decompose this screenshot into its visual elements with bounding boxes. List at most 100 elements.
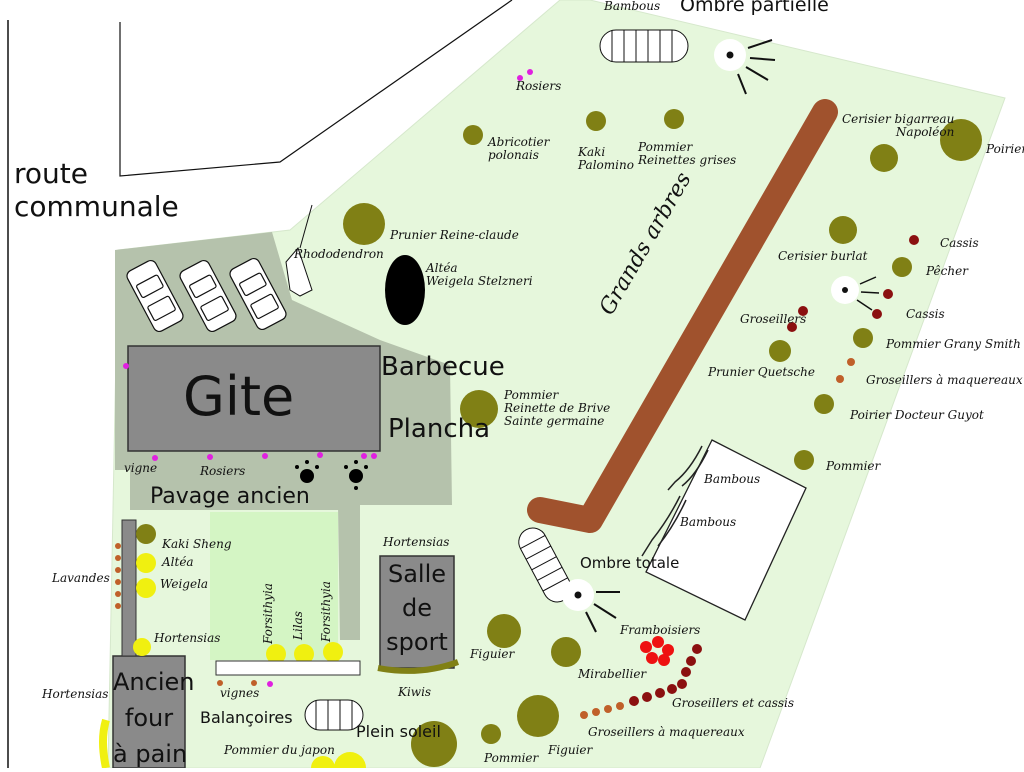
label-forsithyia-1: Forsithyia [261,583,275,644]
label-pommier-reinettes-l1: Pommier [638,140,693,154]
label-lavandes: Lavandes [52,571,110,585]
bamboo-enclosure [645,439,807,621]
framboisiers-cluster [640,636,674,666]
grands-arbres-path [527,99,838,533]
table-top [599,29,689,63]
orange-dots [115,358,855,719]
salle-line2: de [402,594,432,622]
inner-garden [210,512,338,660]
label-bigarreau-l1: Cerisier bigarreau [842,112,955,126]
bamboo-rows [641,445,709,557]
four-a-pain-building [112,655,186,768]
ombre-totale-label: Ombre totale [580,554,680,572]
four-line1: Ancien [113,668,195,696]
label-poirier-guyot: Poirier Docteur Guyot [850,408,984,422]
label-framboisiers: Framboisiers [620,623,701,637]
kiwis-hedge [377,659,460,674]
label-groseillers-cassis: Groseillers et cassis [672,696,795,710]
label-altea-weigela: Altéa Weigela Stelzneri [426,262,533,288]
label-altea-l2: Weigela Stelzneri [426,274,533,288]
label-vignes-2: vignes [220,686,260,700]
label-balancoires: Balançoires [200,708,293,727]
label-rosiers-top: Rosiers [516,79,562,93]
label-pommier-bottom: Pommier [484,751,539,765]
label-altea-l1: Altéa [426,261,458,275]
label-weigela-2: Weigela [160,577,209,591]
label-brive-l3: Sainte germaine [504,414,605,428]
berry-dots [629,235,919,706]
gite-building [127,345,381,452]
label-bigarreau-l2: Napoléon [895,125,955,139]
pavage-label: Pavage ancien [150,484,310,509]
table-right [518,527,572,603]
label-prunier-quetsche: Prunier Quetsche [708,365,815,379]
barbecue-label: Barbecue [381,352,505,382]
label-forsithyia-2: Forsithyia [319,581,333,642]
label-rosiers-gite: Rosiers [200,464,246,478]
label-groseillers-maq-2: Groseillers à maquereaux [588,725,745,739]
label-hortensias-2: Hortensias [154,631,221,645]
label-kaki-sheng: Kaki Sheng [162,537,232,551]
four-line2: four [124,704,174,732]
road-edge-inner [119,0,513,177]
label-kaki-l1: Kaki [578,145,606,159]
salle-de-sport-building [379,555,455,669]
rhododendron-shed [285,247,313,297]
label-cerisier-bigarreau: Cerisier bigarreau Napoléon [842,113,954,139]
label-pommier-grany: Pommier Grany Smith [886,337,1021,351]
gite-label: Gite [183,365,295,428]
label-poirier: Poirier [986,142,1024,156]
label-pommier-reinettes: Pommier Reinettes grises [638,141,736,167]
shade-icon-cassis [831,276,880,311]
label-rhododendron: Rhododendron [294,247,384,261]
balancoires-frame [215,660,361,676]
label-abricotier: Abricotier polonais [488,136,549,162]
label-figuier-1: Figuier [470,647,515,661]
label-brive-l1: Pommier [504,388,559,402]
label-vigne-1: vigne [124,461,158,475]
label-bambous-top: Bambous [604,0,661,13]
label-hortensias-3: Hortensias [42,687,109,701]
road-label-line1: route [14,157,88,190]
label-brive-l2: Reinette de Brive [504,401,611,415]
ombre-partielle-label: Ombre partielle [680,0,829,16]
hortensias-hedge [99,718,110,768]
label-altea-2: Altéa [162,555,194,569]
trees [136,109,982,767]
label-pommier-japon: Pommier du japon [224,743,335,757]
label-cassis-2: Cassis [906,307,945,321]
label-mirabellier: Mirabellier [578,667,647,681]
label-kaki-l2: Palomino [578,158,634,172]
rosier-dots [123,69,533,687]
label-kiwis: Kiwis [398,685,432,699]
road-label: route communale [14,157,179,223]
label-groseillers: Groseillers [740,312,807,326]
road-label-line2: communale [14,190,179,223]
label-hortensias-1: Hortensias [383,535,450,549]
label-cassis-1: Cassis [940,236,979,250]
shade-icon-partielle [714,39,776,95]
barbecue-marks [295,460,368,490]
label-pecher: Pêcher [926,264,968,278]
label-figuier-2: Figuier [548,743,593,757]
salle-line1: Salle [387,560,447,588]
altea-weigela-shrub [385,255,425,325]
plancha-label: Plancha [388,414,491,444]
label-pommier-reinettes-l2: Reinettes grises [638,153,737,167]
plein-soleil-label: Plein soleil [356,722,441,741]
label-bambous-1: Bambous [704,472,761,486]
label-kaki-palomino: Kaki Palomino [578,146,634,172]
shade-icon-totale [562,579,620,633]
shed-line [299,204,313,249]
label-pommier-brive: Pommier Reinette de Brive Sainte germain… [504,389,610,428]
label-lilas: Lilas [291,611,305,640]
label-bambous-2: Bambous [680,515,737,529]
label-groseillers-maq: Groseillers à maquereaux [866,373,1023,387]
four-label: Ancien four à pain [113,664,195,772]
label-prunier-reine: Prunier Reine-claude [390,228,519,242]
label-abricotier-l1: Abricotier [488,135,550,149]
salle-de-sport-label: Salle de sport [382,557,452,659]
parked-cars [126,257,287,333]
four-wall [121,519,137,657]
